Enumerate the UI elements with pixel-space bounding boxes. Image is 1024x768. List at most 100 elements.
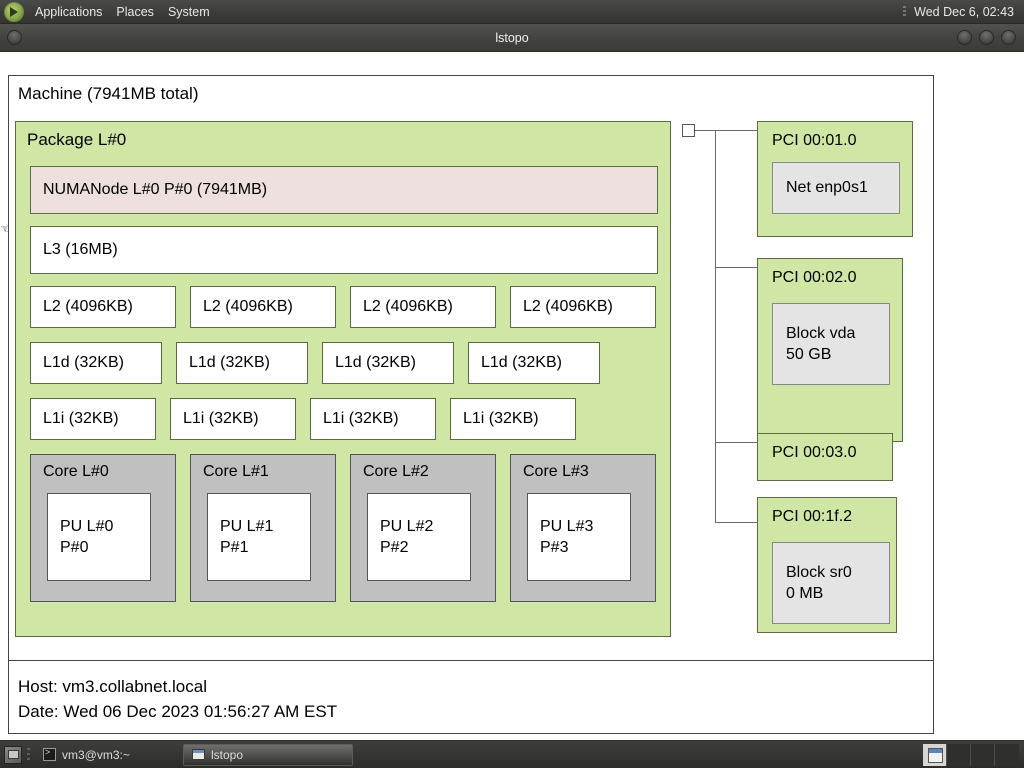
minimize-button[interactable] <box>957 30 972 45</box>
l1i-cache-label: L1i (32KB) <box>43 410 119 427</box>
pu-label-line1: PU L#2 <box>380 517 434 535</box>
footer-date: Date: Wed 06 Dec 2023 01:56:27 AM EST <box>18 702 338 722</box>
l3-cache-box[interactable]: L3 (16MB) <box>30 226 658 274</box>
pci-child-line2: 0 MB <box>786 585 824 602</box>
workspace-2[interactable] <box>947 743 971 766</box>
package-box[interactable]: Package L#0 NUMANode L#0 P#0 (7941MB) L3… <box>15 121 671 637</box>
taskbar-item-label: vm3@vm3:~ <box>62 747 130 762</box>
workspace-1[interactable] <box>923 743 947 766</box>
clock[interactable]: Wed Dec 6, 02:43 <box>914 4 1014 19</box>
core-box[interactable]: Core L#1 PU L#1 P#1 <box>190 454 336 602</box>
pci-child-box[interactable]: Block sr0 0 MB <box>772 542 890 624</box>
workspace-3[interactable] <box>971 743 995 766</box>
core-row: Core L#0 PU L#0 P#0 Core L#1 PU L#1 P#1 <box>30 454 656 602</box>
core-label: Core L#1 <box>203 463 269 480</box>
terminal-icon <box>43 747 56 761</box>
l2-cache-box[interactable]: L2 (4096KB) <box>30 286 176 328</box>
tree-wire <box>715 522 757 523</box>
workspace-switcher[interactable] <box>922 743 1020 767</box>
menu-system[interactable]: System <box>167 4 210 19</box>
l1i-cache-row: L1i (32KB) L1i (32KB) L1i (32KB) L1i (32… <box>30 398 576 440</box>
pci-device-box[interactable]: PCI 00:03.0 <box>757 433 893 481</box>
tree-wire <box>715 267 757 268</box>
l1i-cache-box[interactable]: L1i (32KB) <box>310 398 436 440</box>
window-controls <box>957 30 1016 45</box>
lstopo-window: lstopo ☜ Machine (7941MB total) Package … <box>0 24 1024 740</box>
host-bridge-node[interactable] <box>682 124 695 137</box>
pci-device-box[interactable]: PCI 00:02.0 Block vda 50 GB <box>757 258 903 442</box>
l2-cache-box[interactable]: L2 (4096KB) <box>190 286 336 328</box>
machine-label: Machine (7941MB total) <box>18 84 199 103</box>
pu-label-line1: PU L#3 <box>540 517 594 535</box>
taskbar-item-label: lstopo <box>211 747 244 762</box>
core-box[interactable]: Core L#0 PU L#0 P#0 <box>30 454 176 602</box>
l1d-cache-label: L1d (32KB) <box>189 354 270 371</box>
menu-applications[interactable]: Applications <box>35 4 103 19</box>
l1d-cache-box[interactable]: L1d (32KB) <box>468 342 600 384</box>
l1i-cache-label: L1i (32KB) <box>463 410 539 427</box>
l1d-cache-box[interactable]: L1d (32KB) <box>176 342 308 384</box>
l1d-cache-label: L1d (32KB) <box>335 354 416 371</box>
tree-wire <box>715 442 757 443</box>
l2-cache-label: L2 (4096KB) <box>523 298 613 315</box>
menu-places[interactable]: Places <box>116 4 154 19</box>
numanode-box[interactable]: NUMANode L#0 P#0 (7941MB) <box>30 166 658 214</box>
pci-child-box[interactable]: Block vda 50 GB <box>772 303 890 385</box>
window-client-area: ☜ Machine (7941MB total) Package L#0 NUM… <box>0 52 1024 740</box>
l1i-cache-box[interactable]: L1i (32KB) <box>30 398 156 440</box>
pu-box[interactable]: PU L#3 P#3 <box>527 493 631 581</box>
pu-label-line2: P#1 <box>220 539 249 556</box>
core-label: Core L#0 <box>43 463 109 480</box>
l2-cache-row: L2 (4096KB) L2 (4096KB) L2 (4096KB) L2 (… <box>30 286 656 328</box>
pci-child-line2: 50 GB <box>786 346 832 363</box>
l2-cache-label: L2 (4096KB) <box>363 298 453 315</box>
tree-wire <box>715 130 716 522</box>
pci-device-box[interactable]: PCI 00:1f.2 Block sr0 0 MB <box>757 497 897 633</box>
pci-child-box[interactable]: Net enp0s1 <box>772 162 900 214</box>
window-menu-button[interactable] <box>7 30 22 45</box>
panel-grip-handle[interactable] <box>903 5 907 18</box>
package-label: Package L#0 <box>27 130 127 149</box>
topology-canvas: Machine (7941MB total) Package L#0 NUMAN… <box>8 75 934 734</box>
workspace-4[interactable] <box>995 743 1019 766</box>
l2-cache-label: L2 (4096KB) <box>203 298 293 315</box>
pu-label-line2: P#3 <box>540 539 569 556</box>
pu-box[interactable]: PU L#1 P#1 <box>207 493 311 581</box>
l1i-cache-label: L1i (32KB) <box>323 410 399 427</box>
l2-cache-box[interactable]: L2 (4096KB) <box>510 286 656 328</box>
l2-cache-box[interactable]: L2 (4096KB) <box>350 286 496 328</box>
l1d-cache-box[interactable]: L1d (32KB) <box>30 342 162 384</box>
core-box[interactable]: Core L#2 PU L#2 P#2 <box>350 454 496 602</box>
window-titlebar[interactable]: lstopo <box>0 24 1024 52</box>
l3-cache-label: L3 (16MB) <box>43 241 118 258</box>
taskbar-item-lstopo[interactable]: lstopo <box>183 743 353 766</box>
close-button[interactable] <box>1001 30 1016 45</box>
pci-label: PCI 00:02.0 <box>772 269 857 286</box>
pu-label-line2: P#2 <box>380 539 409 556</box>
l1i-cache-box[interactable]: L1i (32KB) <box>170 398 296 440</box>
show-desktop-icon[interactable] <box>4 745 22 764</box>
taskbar-item-terminal[interactable]: vm3@vm3:~ <box>35 744 183 766</box>
core-label: Core L#3 <box>523 463 589 480</box>
pu-label-line1: PU L#1 <box>220 517 274 535</box>
gnome-foot-icon[interactable] <box>4 1 24 22</box>
core-box[interactable]: Core L#3 PU L#3 P#3 <box>510 454 656 602</box>
top-panel: Applications Places System Wed Dec 6, 02… <box>0 0 1024 24</box>
pci-label: PCI 00:1f.2 <box>772 508 853 525</box>
pci-device-box[interactable]: PCI 00:01.0 Net enp0s1 <box>757 121 913 237</box>
pu-label-line1: PU L#0 <box>60 517 114 535</box>
pu-box[interactable]: PU L#0 P#0 <box>47 493 151 581</box>
window-icon <box>192 749 205 760</box>
footer-info: Host: vm3.collabnet.local Date: Wed 06 D… <box>18 674 337 724</box>
l1i-cache-label: L1i (32KB) <box>183 410 259 427</box>
footer-host: Host: vm3.collabnet.local <box>18 677 207 696</box>
pu-box[interactable]: PU L#2 P#2 <box>367 493 471 581</box>
l2-cache-label: L2 (4096KB) <box>43 298 133 315</box>
taskbar-grip-handle[interactable] <box>27 746 30 763</box>
l1d-cache-box[interactable]: L1d (32KB) <box>322 342 454 384</box>
mouse-cursor-icon: ☜ <box>0 221 12 236</box>
maximize-button[interactable] <box>979 30 994 45</box>
l1i-cache-box[interactable]: L1i (32KB) <box>450 398 576 440</box>
l1d-cache-row: L1d (32KB) L1d (32KB) L1d (32KB) L1d (32… <box>30 342 600 384</box>
pci-child-line1: Block vda <box>786 324 856 342</box>
